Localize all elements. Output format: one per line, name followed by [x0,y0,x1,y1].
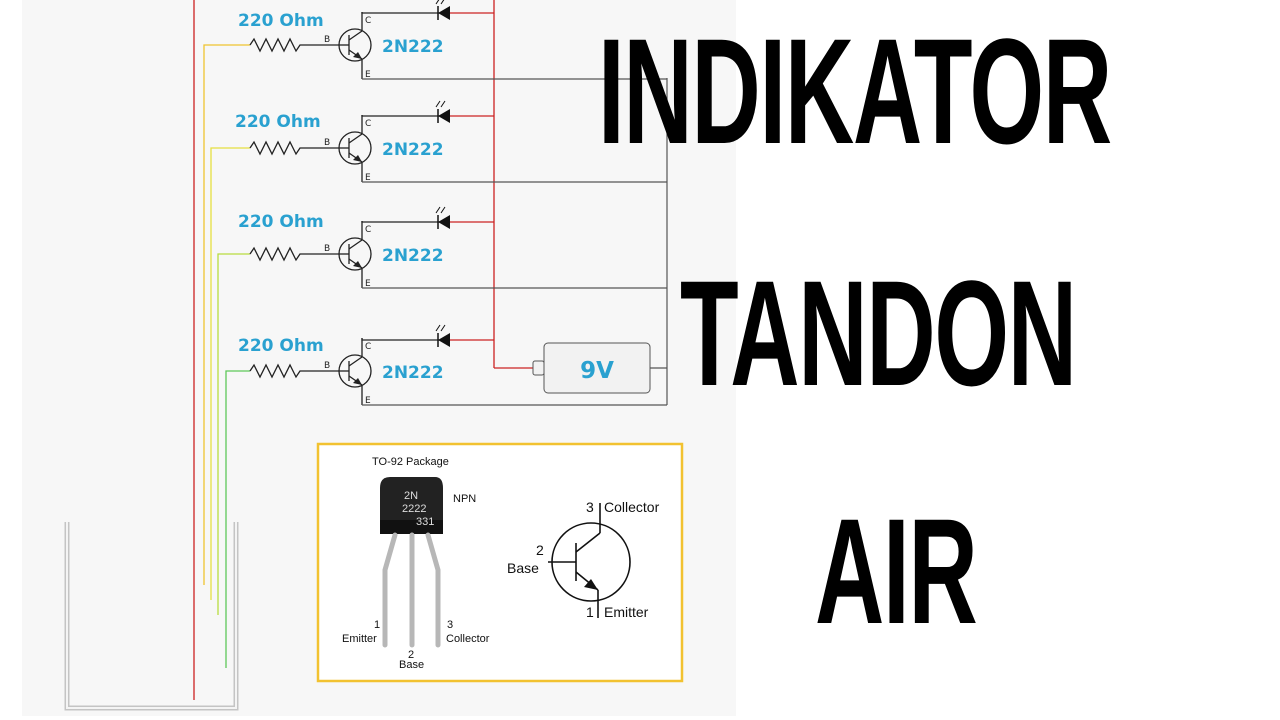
leg3-name: Collector [446,633,490,645]
symbol-emitter-name: Emitter [604,604,649,620]
leg1-name: Emitter [342,633,377,645]
led [435,206,450,229]
positive-rail [193,0,533,700]
symbol-collector-name: Collector [604,499,660,515]
to92-legs [382,532,441,648]
led [435,100,450,123]
resistor-label: 220 Ohm [238,11,324,31]
collector-wire [361,338,440,341]
pin-letter-c: C [365,119,371,129]
symbol-base-name: Base [507,560,539,576]
leg3-number: 3 [447,619,453,631]
collector-wire [361,12,440,14]
symbol-base-number: 2 [536,542,544,558]
pin-letter-c: C [365,342,371,352]
emitter-arrow [353,155,362,162]
to92-body: 2N 2222 331 [380,477,443,534]
collector-wire [361,115,440,117]
transistor-label: 2N222 [382,140,444,160]
npn-label: NPN [453,493,476,505]
transistor-label: 2N222 [382,246,444,266]
stage-1: 220 Ohm C B E 2N222 [238,0,667,80]
resistor-label: 220 Ohm [238,336,324,356]
stage-2: 220 Ohm C B E 2N222 [235,100,667,183]
emitter-arrow [353,378,362,385]
ground-rail [650,78,668,405]
transistor-symbol [338,338,372,405]
emitter-arrow [353,52,362,59]
body-marking-line-1: 2N [404,490,418,502]
pin-letter-b: B [324,361,330,371]
pin-letter-b: B [324,244,330,254]
emitter-arrow [353,261,362,268]
pin-letter-c: C [365,16,371,26]
leg1-number: 1 [374,619,380,631]
package-title: TO-92 Package [372,456,449,468]
symbol-collector-number: 3 [586,499,594,515]
resistor [249,140,340,156]
resistor-label: 220 Ohm [238,212,324,232]
body-marking-line-2: 2222 [402,503,426,515]
transistor-label: 2N222 [382,363,444,383]
pin-letter-e: E [365,279,371,289]
resistor [249,37,340,53]
emitter-arrow [584,579,598,590]
resistor [249,246,340,262]
probe-wires [203,44,250,668]
transistor-label: 2N222 [382,37,444,57]
leg2-name: Base [399,659,424,671]
pin-letter-b: B [324,35,330,45]
title-line-3: AIR [815,487,978,655]
symbol-emitter-number: 1 [586,604,594,620]
led [435,324,450,347]
npn-symbol [548,503,631,618]
battery-label: 9V [580,358,614,384]
title-line-2: TANDON [680,249,1077,417]
leg2-number: 2 [408,649,414,661]
pinout-box: TO-92 Package NPN 2N 2222 331 1 Emitter … [316,442,684,683]
body-marking-line-3: 331 [416,516,434,528]
led [435,0,450,20]
pin-letter-b: B [324,138,330,148]
pin-letter-e: E [365,396,371,406]
pin-letter-e: E [365,70,371,80]
collector-wire [361,221,440,223]
pin-letter-e: E [365,173,371,183]
resistor-label: 220 Ohm [235,112,321,132]
stage-4: 220 Ohm C B E 2N222 [238,324,667,406]
battery: 9V [532,342,651,394]
pin-letter-c: C [365,225,371,235]
resistor [249,363,340,379]
title-line-1: INDIKATOR [598,7,1112,175]
